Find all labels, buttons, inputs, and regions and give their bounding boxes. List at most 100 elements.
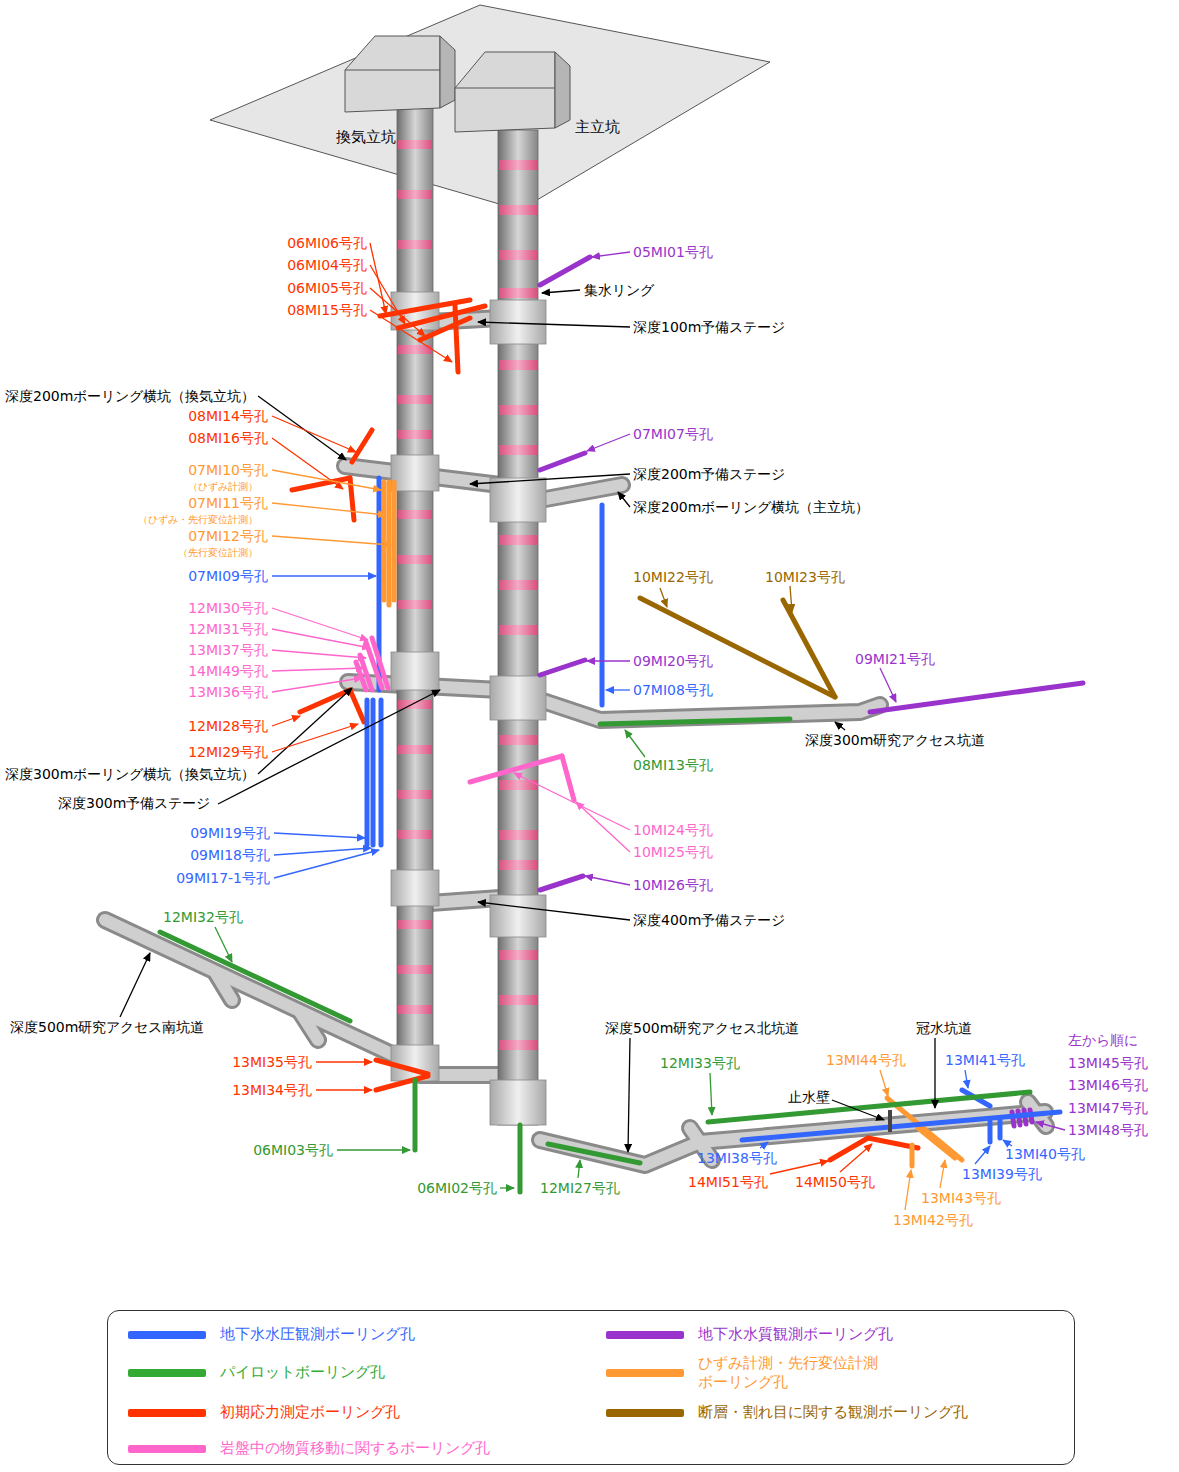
borehole (356, 662, 366, 690)
stage-ring (490, 1080, 546, 1125)
borehole-label: 06MI05号孔 (287, 280, 367, 297)
leader-line (934, 1038, 935, 1108)
borehole-label: 13MI47号孔 (1068, 1100, 1148, 1117)
borehole (350, 690, 364, 722)
structure-label: 深度400m予備ステージ (633, 912, 785, 929)
tunnel (300, 1012, 318, 1040)
shaft-lining-band (499, 250, 537, 260)
leader-line (370, 265, 405, 324)
leader-line (272, 575, 376, 576)
borehole (455, 306, 458, 372)
borehole (160, 932, 350, 1021)
shaft-lining-band (499, 1040, 537, 1050)
stage-ring (391, 870, 439, 906)
borehole-label: 09MI18号孔 (190, 847, 270, 864)
headframe (345, 70, 440, 71)
leader-line (120, 243, 1065, 1210)
borehole (918, 1128, 955, 1158)
headframe (455, 52, 555, 132)
borehole (548, 1144, 640, 1163)
borehole (783, 600, 835, 697)
leader-line (316, 1061, 372, 1062)
shaft-lining-band (499, 288, 537, 298)
stage-ring (391, 292, 546, 1125)
leader-line (272, 724, 358, 752)
leader-line (258, 396, 346, 460)
borehole-label: 12MI33号孔 (660, 1055, 740, 1072)
borehole (382, 482, 387, 600)
borehole-label: 08MI14号孔 (188, 408, 268, 425)
leader-line (316, 1089, 372, 1090)
leader-line (337, 1149, 410, 1150)
borehole-label: 13MI35号孔 (232, 1054, 312, 1071)
shaft-lining-band (499, 735, 537, 745)
water-stop-wall (890, 1110, 891, 1132)
leader-line (1003, 1140, 1012, 1146)
borehole-label: 07MI12号孔 (188, 528, 268, 545)
borehole-label: 10MI25号孔 (633, 844, 713, 861)
tunnel (105, 920, 430, 1072)
borehole (562, 756, 574, 800)
borehole-label: 10MI23号孔 (765, 569, 845, 586)
borehole-label: 07MI10号孔 (188, 462, 268, 479)
borehole (870, 683, 1083, 712)
borehole-label: 09MI21号孔 (855, 651, 935, 668)
shaft-lining-band (398, 1005, 432, 1014)
leader-line (880, 1070, 888, 1096)
leader-line (585, 876, 630, 885)
structure-label: 深度300m予備ステージ (58, 795, 210, 812)
borehole (372, 638, 388, 688)
structure-label: 深度500m研究アクセス南坑道 (10, 1019, 204, 1036)
tunnel (540, 700, 880, 720)
note-label: （先行変位計測） (178, 547, 258, 559)
shaft-lining-band (499, 360, 537, 370)
borehole-label: 13MI41号孔 (945, 1052, 1025, 1069)
borehole (540, 453, 585, 470)
headframe (440, 36, 455, 108)
borehole (540, 876, 583, 890)
leader-line (272, 503, 386, 515)
borehole-label: 13MI39号孔 (962, 1166, 1042, 1183)
leader-line (514, 773, 630, 830)
tunnel (105, 318, 1046, 1165)
borehole-label: 08MI13号孔 (633, 757, 713, 774)
borehole-label: 13MI37号孔 (188, 642, 268, 659)
structure-label: 冠水坑道 (916, 1020, 972, 1037)
leader-line (587, 660, 630, 661)
borehole-label: 12MI29号孔 (188, 744, 268, 761)
shaft-lining-band (499, 830, 537, 840)
leader-line (965, 1070, 968, 1088)
shaft-lining-band (398, 790, 432, 799)
shaft-lining-band (499, 535, 537, 545)
borehole-label: 07MI11号孔 (188, 495, 268, 512)
borehole (392, 482, 397, 600)
borehole (910, 1145, 915, 1166)
legend-text: 断層・割れ目に関する観測ボーリング孔 (698, 1403, 968, 1422)
tunnel (540, 700, 880, 720)
borehole (387, 482, 392, 605)
borehole-label: 06MI06号孔 (287, 235, 367, 252)
structure-label: 換気立坑 (336, 128, 396, 146)
tunnel (430, 898, 500, 903)
borehole-label: 09MI19号孔 (190, 825, 270, 842)
borehole-label: 10MI24号孔 (633, 822, 713, 839)
leader-line (606, 689, 630, 690)
borehole-label: 13MI38号孔 (697, 1150, 777, 1167)
borehole-label: 13MI46号孔 (1068, 1077, 1148, 1094)
shaft-lining-band (398, 745, 432, 754)
legend-text: ひずみ計測・先行変位計測 ボーリング孔 (698, 1354, 883, 1392)
shaft-lining-band (499, 995, 537, 1005)
leader-line (835, 722, 845, 730)
borehole-label: 13MI43号孔 (921, 1190, 1001, 1207)
leader-line (274, 833, 365, 838)
borehole (518, 1125, 523, 1192)
leader-line (660, 586, 792, 612)
leader-line (840, 1144, 872, 1172)
leader-line (770, 1161, 828, 1174)
leader-line (215, 730, 712, 1188)
leader-line (618, 492, 630, 507)
leader-line (274, 850, 379, 878)
shaft-lining-band (398, 555, 432, 564)
shaft-lining-band (499, 625, 537, 635)
